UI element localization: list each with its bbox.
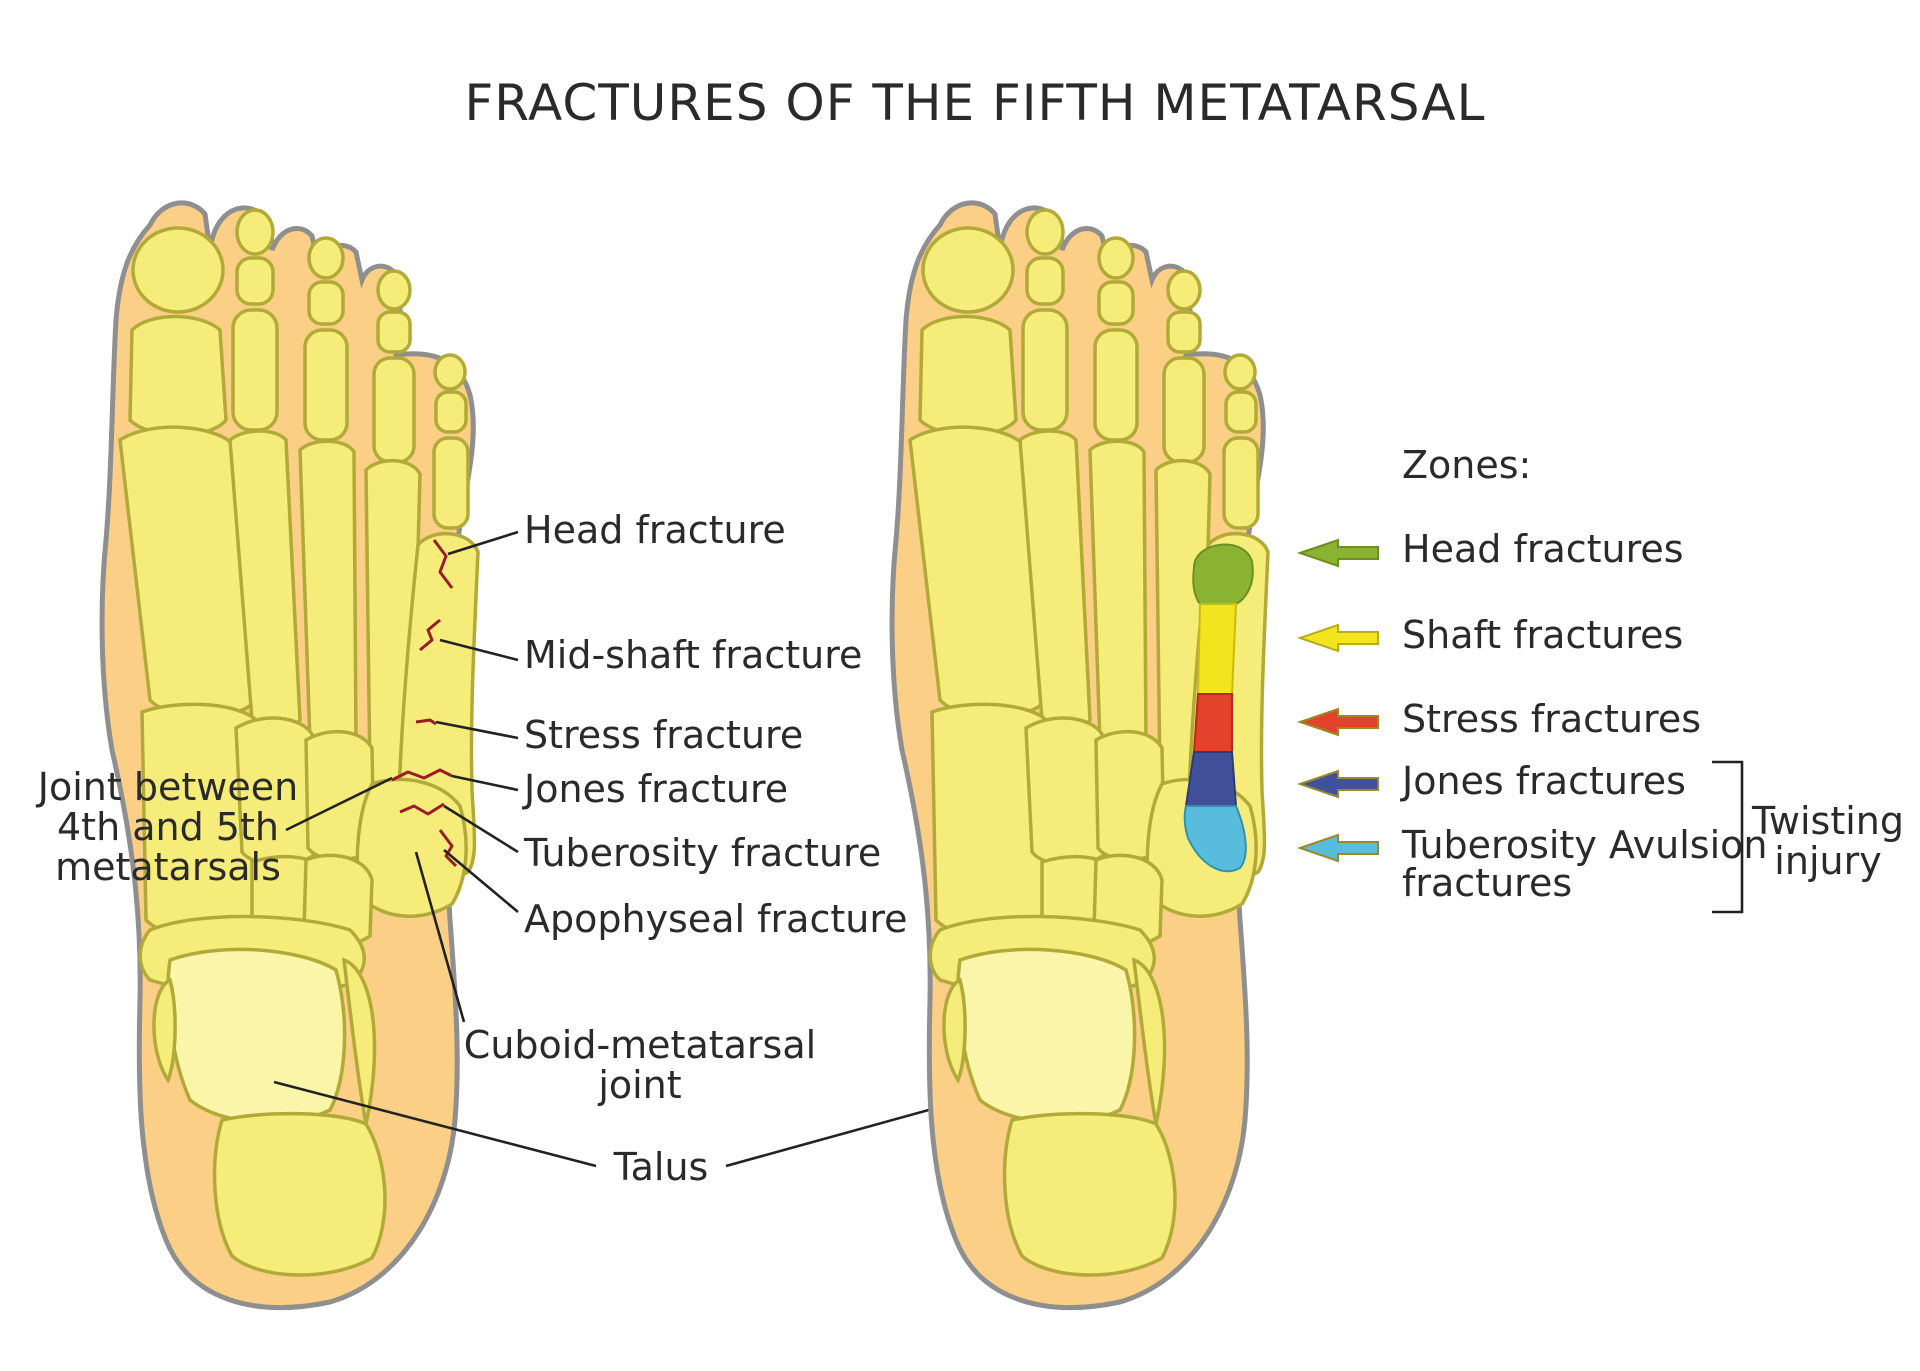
apophyseal-fracture-label: Apophyseal fracture <box>524 897 908 941</box>
jones-fracture-label: Jones fracture <box>522 767 788 811</box>
stress-fracture-label: Stress fracture <box>524 713 803 757</box>
zone-arrow-tuberosity <box>1296 833 1379 863</box>
twisting-injury-bracket <box>1712 760 1744 914</box>
midshaft-fracture-crack <box>419 618 441 652</box>
page-title: FRACTURES OF THE FIFTH METATARSAL <box>465 74 1486 132</box>
zone-label-head: Head fractures <box>1402 527 1684 571</box>
joint-label-line2: 4th and 5th <box>57 805 279 849</box>
stress-fracture-crack <box>415 718 437 726</box>
head-fracture-crack <box>432 539 454 589</box>
right-foot-illustration <box>892 203 1268 1308</box>
zone-arrow-jones <box>1296 769 1379 799</box>
zones-heading: Zones: <box>1402 443 1531 487</box>
apophyseal-fracture-crack <box>438 829 458 868</box>
cuboid-joint-label-line2: joint <box>597 1063 681 1107</box>
zone-stress <box>1192 693 1233 753</box>
zone-label-tuberosity-line1: Tuberosity Avulsion <box>1401 823 1767 867</box>
joint-label-line3: metatarsals <box>55 845 281 889</box>
tuberosity-fracture-crack <box>399 802 445 816</box>
left-labels: Head fracture Mid-shaft fracture Stress … <box>36 508 1031 1189</box>
midshaft-fracture-label: Mid-shaft fracture <box>524 633 862 677</box>
zone-shaft <box>1196 603 1238 695</box>
zone-label-stress: Stress fractures <box>1402 697 1701 741</box>
left-foot-illustration <box>102 203 478 1308</box>
head-fracture-label: Head fracture <box>524 508 786 552</box>
twisting-injury-line2: injury <box>1774 839 1881 883</box>
zone-head <box>1192 543 1254 605</box>
cuboid-joint-label-line1: Cuboid-metatarsal <box>464 1023 816 1067</box>
joint-label-line1: Joint between <box>36 765 298 809</box>
zone-arrow-shaft <box>1296 623 1379 653</box>
zone-label-jones: Jones fractures <box>1400 759 1686 803</box>
zone-jones <box>1184 751 1238 807</box>
talus-label: Talus <box>613 1145 709 1189</box>
jones-fracture-crack <box>391 768 453 782</box>
zone-label-shaft: Shaft fractures <box>1402 613 1683 657</box>
metatarsal-zones <box>1183 543 1254 873</box>
zone-arrow-head <box>1296 538 1379 568</box>
zone-arrow-stress <box>1296 707 1379 737</box>
zone-tuberosity <box>1183 805 1247 873</box>
tuberosity-fracture-label: Tuberosity fracture <box>523 831 881 875</box>
twisting-injury-line1: Twisting <box>1751 799 1904 843</box>
zone-label-tuberosity-line2: fractures <box>1402 861 1572 905</box>
zones-legend: Zones: Head fractures Shaft fractures St… <box>1296 443 1904 914</box>
